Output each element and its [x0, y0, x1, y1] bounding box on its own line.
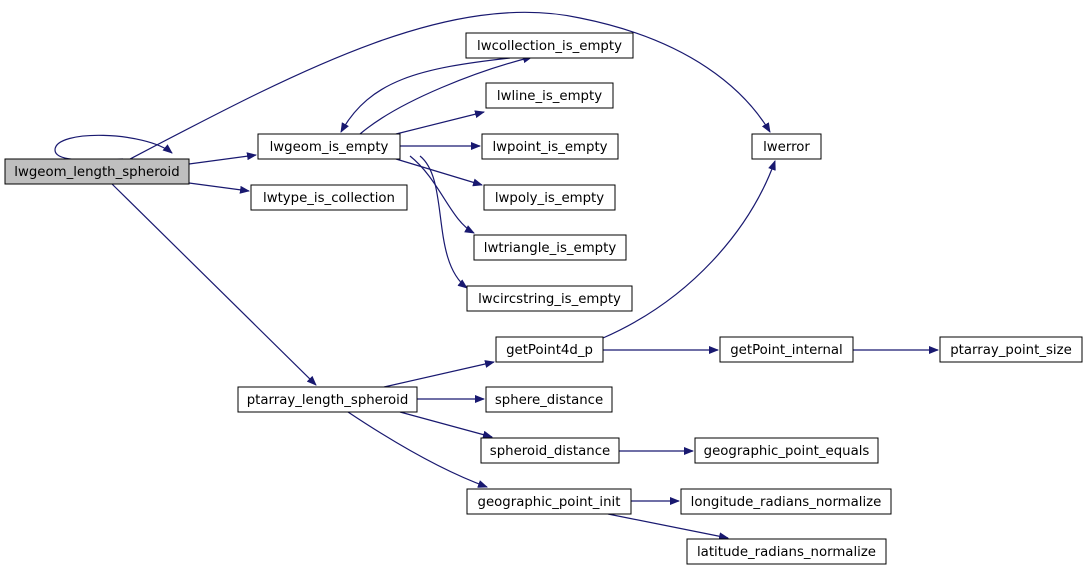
- node-label: getPoint4d_p: [506, 343, 593, 358]
- edge-arrow: [395, 110, 485, 135]
- node-geoeq[interactable]: geographic_point_equals: [694, 437, 879, 464]
- node-label: latitude_radians_normalize: [697, 545, 876, 560]
- node-box: [480, 437, 620, 464]
- node-box: [473, 234, 627, 261]
- node-collempty[interactable]: lwcollection_is_empty: [465, 32, 634, 59]
- node-isempty[interactable]: lwgeom_is_empty: [257, 133, 401, 160]
- node-box: [686, 538, 887, 565]
- edge-arrow: [129, 11, 771, 160]
- edge-arrow: [188, 182, 250, 194]
- node-label: longitude_radians_normalize: [691, 495, 882, 510]
- node-triempty[interactable]: lwtriangle_is_empty: [473, 234, 627, 261]
- node-lonnorm[interactable]: longitude_radians_normalize: [680, 488, 892, 515]
- node-label: lwline_is_empty: [497, 89, 602, 104]
- node-polyempty[interactable]: lwpoly_is_empty: [483, 184, 616, 211]
- edge-isempty-to-lineempty: [395, 110, 485, 135]
- node-label: ptarray_point_size: [950, 343, 1072, 358]
- node-label: sphere_distance: [495, 393, 603, 408]
- node-circempty[interactable]: lwcircstring_is_empty: [466, 285, 633, 312]
- node-box: [939, 336, 1083, 363]
- edge-arrow: [340, 57, 511, 133]
- edge-arrow: [359, 55, 533, 135]
- node-pointempty[interactable]: lwpoint_is_empty: [481, 133, 619, 160]
- node-label: lwcircstring_is_empty: [478, 292, 621, 307]
- edge-arrow: [347, 411, 488, 488]
- edge-isempty-to-circempty: [419, 155, 468, 289]
- node-box: [485, 82, 614, 109]
- edge-root-to-root: [54, 134, 173, 161]
- edge-arrow: [188, 152, 257, 165]
- node-box: [485, 386, 613, 413]
- node-box: [237, 386, 418, 413]
- node-lwerror[interactable]: lwerror: [751, 133, 822, 160]
- node-box: [466, 285, 633, 312]
- edge-arrow: [383, 360, 495, 388]
- node-label: lwerror: [763, 140, 810, 155]
- edge-arrow: [395, 158, 483, 187]
- node-label: lwpoly_is_empty: [495, 191, 604, 206]
- edge-arrow: [399, 411, 493, 439]
- node-label: lwtype_is_collection: [263, 191, 395, 206]
- edge-ptlen-to-spheroiddist: [399, 411, 493, 439]
- node-box: [751, 133, 822, 160]
- node-label: lwgeom_length_spheroid: [14, 165, 179, 180]
- edge-root-to-lwerror: [129, 11, 771, 160]
- node-getpint[interactable]: getPoint_internal: [719, 336, 854, 363]
- node-label: ptarray_length_spheroid: [247, 393, 409, 408]
- edge-ptlen-to-geoinit: [347, 411, 488, 488]
- node-label: geographic_point_init: [478, 495, 621, 510]
- node-box: [481, 133, 619, 160]
- edge-isempty-to-collempty: [359, 55, 533, 135]
- node-box: [250, 184, 408, 211]
- node-box: [4, 158, 190, 185]
- node-box: [483, 184, 616, 211]
- edge-geoinit-to-latnorm: [607, 513, 729, 541]
- edge-root-to-isempty: [188, 152, 257, 165]
- node-box: [694, 437, 879, 464]
- node-sphdist[interactable]: sphere_distance: [485, 386, 613, 413]
- node-latnorm[interactable]: latitude_radians_normalize: [686, 538, 887, 565]
- node-getp4d[interactable]: getPoint4d_p: [495, 336, 604, 363]
- edge-arrow: [602, 160, 776, 339]
- edge-ptlen-to-getp4d: [383, 360, 495, 388]
- node-label: spheroid_distance: [490, 444, 610, 459]
- node-box: [495, 336, 604, 363]
- edge-arrow: [409, 155, 475, 234]
- edge-root-to-iscoll: [188, 182, 250, 194]
- node-lineempty[interactable]: lwline_is_empty: [485, 82, 614, 109]
- edge-collempty-to-isempty: [340, 57, 511, 133]
- node-box: [466, 488, 632, 515]
- node-ptsize[interactable]: ptarray_point_size: [939, 336, 1083, 363]
- node-box: [719, 336, 854, 363]
- node-label: lwgeom_is_empty: [270, 140, 389, 155]
- edge-getp4d-to-lwerror: [602, 160, 776, 339]
- node-root[interactable]: lwgeom_length_spheroid: [4, 158, 190, 185]
- node-label: getPoint_internal: [730, 343, 843, 358]
- node-ptlen[interactable]: ptarray_length_spheroid: [237, 386, 418, 413]
- node-label: lwpoint_is_empty: [492, 140, 607, 155]
- node-box: [680, 488, 892, 515]
- edge-arrow: [111, 183, 317, 386]
- node-box: [465, 32, 634, 59]
- node-spheroiddist[interactable]: spheroid_distance: [480, 437, 620, 464]
- node-label: geographic_point_equals: [704, 444, 870, 459]
- edge-arrow: [419, 155, 468, 289]
- node-geoinit[interactable]: geographic_point_init: [466, 488, 632, 515]
- edge-isempty-to-triempty: [409, 155, 475, 234]
- node-box: [257, 133, 401, 160]
- edge-arrow: [607, 513, 729, 541]
- node-label: lwcollection_is_empty: [477, 39, 622, 54]
- node-iscoll[interactable]: lwtype_is_collection: [250, 184, 408, 211]
- node-label: lwtriangle_is_empty: [484, 241, 617, 256]
- edge-isempty-to-polyempty: [395, 158, 483, 187]
- edge-root-to-ptlen: [111, 183, 317, 386]
- edge-arrow: [54, 134, 173, 161]
